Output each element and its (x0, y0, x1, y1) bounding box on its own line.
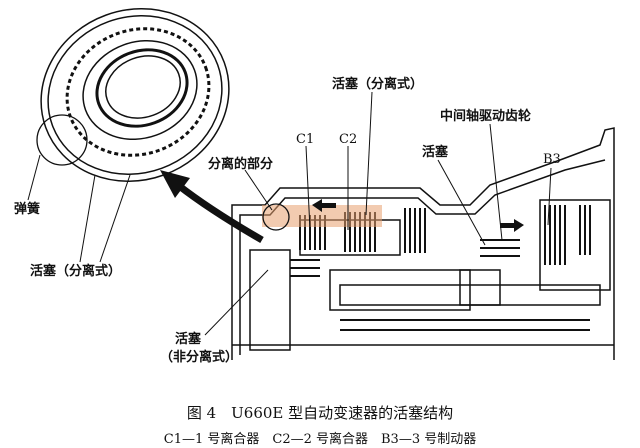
label-c2: C2 (339, 132, 358, 147)
label-piston-separate-left: 活塞（分离式） (30, 264, 122, 279)
label-non-separate: （非分离式） (160, 350, 239, 365)
label-countershaft-gear: 中间轴驱动齿轮 (440, 109, 532, 124)
label-piston-separate-top: 活塞（分离式） (332, 77, 424, 92)
clutch-plates (290, 205, 591, 331)
label-piston-non-separate: 活塞 (175, 332, 202, 347)
right-arrow (500, 219, 524, 232)
label-separated-part: 分离的部分 (208, 157, 274, 172)
figure-legend: C1—1 号离合器 C2—2 号离合器 B3—3 号制动器 (163, 432, 477, 447)
label-c1: C1 (296, 132, 315, 147)
piston-disk (40, 8, 230, 182)
label-piston: 活塞 (422, 145, 449, 160)
label-b3: B3 (543, 152, 561, 167)
curved-arrow (175, 182, 264, 244)
left-arrow (312, 199, 336, 212)
figure-caption: 图 4 U660E 型自动变速器的活塞结构 (186, 404, 454, 422)
spring-detail-circle (36, 114, 88, 166)
watermark (262, 205, 382, 227)
label-spring: 弹簧 (14, 202, 41, 217)
